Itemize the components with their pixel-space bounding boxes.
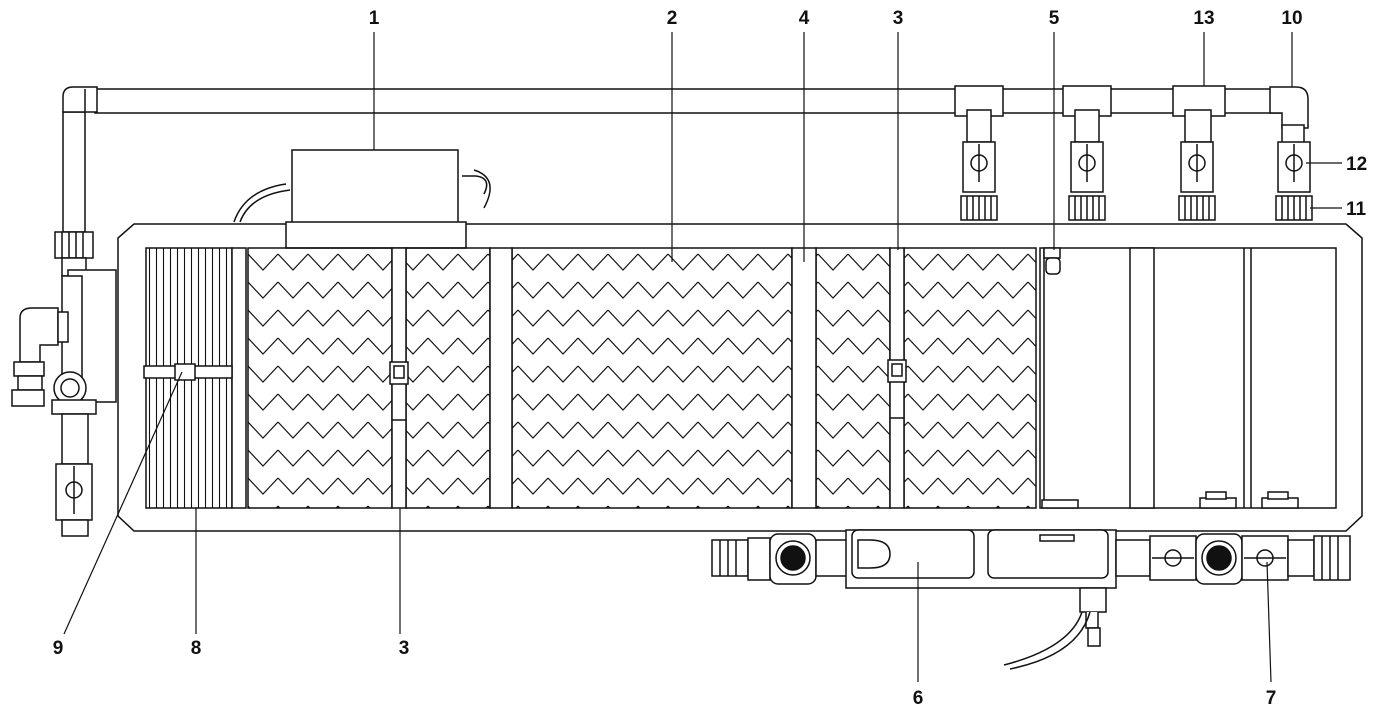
- empty-compartments: [1039, 247, 1337, 509]
- float-sensor-5: [1043, 247, 1061, 275]
- top-right-elbow: [1269, 86, 1309, 144]
- callout-11: 11: [1346, 199, 1367, 220]
- callout-9: 9: [53, 638, 64, 659]
- cable-tie-9: [143, 363, 233, 381]
- callout-2: 2: [667, 8, 678, 29]
- media-panel-b: [405, 247, 491, 509]
- media-separator-4: [489, 247, 817, 509]
- media-panel-d: [815, 247, 891, 509]
- callout-12: 12: [1346, 154, 1367, 175]
- callout-labels: 1 2 4 3 5 13 10 12 11 9 8 3 6 7: [53, 8, 1367, 709]
- tee-valve-3: [1172, 85, 1226, 221]
- callout-6: 6: [913, 688, 924, 709]
- callout-4: 4: [799, 8, 810, 29]
- callout-7: 7: [1266, 688, 1277, 709]
- media-panel-c: [511, 247, 793, 509]
- strap-3-left: [389, 247, 409, 509]
- callout-3-bottom: 3: [399, 638, 410, 659]
- end-valve: [1275, 141, 1313, 221]
- fan-box: [233, 149, 491, 249]
- strap-3-right: [887, 247, 907, 509]
- left-inlet-plumbing: [11, 231, 117, 537]
- tee-valve-1: [954, 85, 1004, 221]
- callout-5: 5: [1049, 8, 1060, 29]
- callout-3-top: 3: [893, 8, 904, 29]
- media-panel-e: [903, 247, 1037, 509]
- tee-valve-2: [1062, 85, 1112, 221]
- leader-lines: [63, 32, 1342, 683]
- callout-10: 10: [1281, 8, 1302, 29]
- callout-13: 13: [1193, 8, 1214, 29]
- bottom-pump-assembly: [711, 529, 1351, 670]
- media-panel-a: [247, 247, 393, 509]
- callout-1: 1: [369, 8, 380, 29]
- callout-8: 8: [191, 638, 202, 659]
